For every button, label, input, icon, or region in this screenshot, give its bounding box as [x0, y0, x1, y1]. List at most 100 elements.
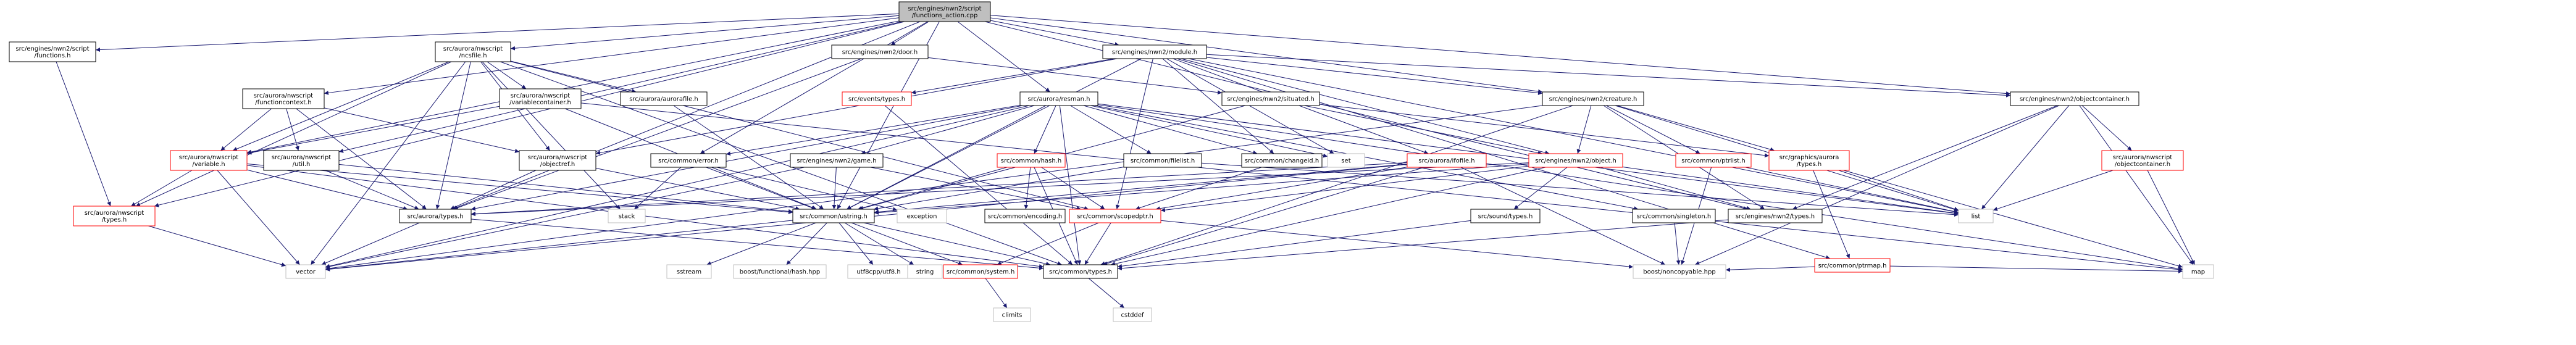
edge-door-to-aurora_types: [453, 58, 862, 210]
node-sstream[interactable]: sstream: [666, 264, 712, 279]
node-label: src/aurora/nwscript: [511, 93, 571, 99]
node-list[interactable]: list: [1958, 209, 1994, 223]
edge-nwn2_object-to-aurora_types: [470, 162, 1529, 217]
node-label: string: [916, 269, 934, 276]
node-aurora_objcontainer[interactable]: src/aurora/nwscript/objectcontainer.h: [2101, 150, 2184, 171]
node-aurorafile[interactable]: src/aurora/aurorafile.h: [620, 91, 708, 106]
edge-ncsfile-to-stack: [482, 61, 621, 210]
file-nodes: src/engines/nwn2/script/functions_action…: [9, 1, 2214, 322]
node-varcontainer[interactable]: src/aurora/nwscript/variablecontainer.h: [499, 88, 582, 109]
node-aurora_types[interactable]: src/aurora/types.h: [399, 209, 472, 223]
node-boost_hash[interactable]: boost/functional/hash.hpp: [733, 264, 827, 279]
node-box: [9, 41, 96, 62]
edge-root-to-resman: [957, 21, 1050, 93]
node-vector[interactable]: vector: [285, 264, 326, 279]
edge-module-to-nwn2_object: [1181, 58, 1550, 155]
node-funccontext[interactable]: src/aurora/nwscript/functioncontext.h: [242, 88, 325, 109]
node-label: /functions_action.cpp: [912, 12, 978, 19]
node-stack[interactable]: stack: [608, 209, 646, 223]
node-scopedptr[interactable]: src/common/scopedptr.h: [1069, 209, 1161, 223]
edge-util-to-ustring: [338, 164, 793, 214]
edge-variable-to-nwscript_types: [130, 170, 193, 207]
node-changeid[interactable]: src/common/changeid.h: [1241, 153, 1323, 168]
node-resman[interactable]: src/aurora/resman.h: [1019, 91, 1098, 106]
node-graphics_types[interactable]: src/graphics/aurora/types.h: [1768, 150, 1850, 171]
edge-objectref-to-aurora_types: [450, 170, 537, 210]
edge-funccontext-to-objectref: [324, 107, 520, 153]
node-common_types[interactable]: src/common/types.h: [1043, 264, 1118, 279]
node-box: [1113, 307, 1152, 322]
node-ptrlist[interactable]: src/common/ptrlist.h: [1675, 153, 1752, 168]
edge-ncsfile-to-varcontainer: [487, 61, 527, 89]
edge-creature-to-common_types: [1100, 105, 1573, 266]
node-game[interactable]: src/engines/nwn2/game.h: [790, 153, 884, 168]
node-label: climits: [1002, 312, 1022, 319]
node-label: src/aurora/aurorafile.h: [629, 96, 698, 103]
node-box: [842, 91, 912, 106]
node-label: exception: [907, 214, 937, 220]
node-ustring[interactable]: src/common/ustring.h: [792, 209, 875, 223]
node-box: [399, 209, 472, 223]
node-util[interactable]: src/aurora/nwscript/util.h: [263, 150, 340, 171]
node-ifofile[interactable]: src/aurora/ifofile.h: [1407, 153, 1487, 168]
node-filelist[interactable]: src/common/filelist.h: [1123, 153, 1202, 168]
node-noncopyable[interactable]: boost/noncopyable.hpp: [1633, 264, 1726, 279]
edge-creature-to-nwn2_object: [1576, 105, 1592, 154]
node-system[interactable]: src/common/system.h: [943, 264, 1018, 279]
node-label: src/aurora/nwscript: [443, 46, 503, 52]
node-label: src/engines/nwn2/script: [908, 6, 981, 12]
node-label: src/engines/nwn2/objectcontainer.h: [2020, 96, 2130, 103]
node-label: src/common/filelist.h: [1131, 158, 1195, 165]
node-box: [984, 209, 1066, 223]
node-nwn2_functions[interactable]: src/engines/nwn2/script/functions.h: [9, 41, 96, 62]
node-error[interactable]: src/common/error.h: [650, 153, 727, 168]
node-situated[interactable]: src/engines/nwn2/situated.h: [1221, 91, 1320, 106]
edge-module-to-objectref: [595, 58, 1118, 155]
node-map[interactable]: map: [2182, 264, 2214, 279]
node-box: [666, 264, 712, 279]
node-door[interactable]: src/engines/nwn2/door.h: [831, 44, 929, 59]
node-label: src/aurora/nwscript: [179, 154, 239, 161]
node-nwn2_object[interactable]: src/engines/nwn2/object.h: [1528, 153, 1623, 168]
node-singleton[interactable]: src/common/singleton.h: [1632, 209, 1716, 223]
edge-ustring-to-string: [844, 222, 914, 265]
node-encoding[interactable]: src/common/encoding.h: [984, 209, 1066, 223]
node-objectref[interactable]: src/aurora/nwscript/objectref.h: [519, 150, 596, 171]
node-label: src/aurora/nwscript: [254, 93, 314, 99]
node-ptrmap[interactable]: src/common/ptrmap.h: [1814, 258, 1891, 273]
node-root[interactable]: src/engines/nwn2/script/functions_action…: [898, 1, 991, 22]
node-string[interactable]: string: [907, 264, 943, 279]
node-box: [792, 209, 875, 223]
node-utf8[interactable]: utf8cpp/utf8.h: [847, 264, 910, 279]
node-events_types[interactable]: src/events/types.h: [842, 91, 912, 106]
node-label: /types.h: [102, 217, 127, 223]
node-set[interactable]: set: [1327, 153, 1365, 168]
node-label: /objectref.h: [540, 161, 575, 168]
edge-ustring-to-system: [851, 222, 963, 265]
edge-module-to-list: [1188, 58, 1959, 214]
node-module[interactable]: src/engines/nwn2/module.h: [1102, 44, 1207, 59]
node-label: boost/noncopyable.hpp: [1643, 269, 1715, 276]
node-box: [1470, 209, 1541, 223]
node-variable[interactable]: src/aurora/nwscript/variable.h: [170, 150, 248, 171]
node-ncsfile[interactable]: src/aurora/nwscript/ncsfile.h: [435, 41, 511, 62]
node-climits[interactable]: climits: [993, 307, 1031, 322]
edge-game-to-scopedptr: [871, 167, 1081, 211]
node-box: [1123, 153, 1202, 168]
node-sound_types[interactable]: src/sound/types.h: [1470, 209, 1541, 223]
node-creature[interactable]: src/engines/nwn2/creature.h: [1542, 91, 1644, 106]
edge-nwn2_object-to-sound_types: [1513, 167, 1568, 210]
edge-sound_types-to-common_types: [1117, 220, 1471, 268]
node-box: [263, 150, 340, 171]
node-box: [73, 206, 156, 227]
node-label: src/engines/nwn2/module.h: [1112, 49, 1197, 56]
edge-ustring-to-boost_hash: [786, 222, 827, 265]
node-nwn2_types[interactable]: src/engines/nwn2/types.h: [1728, 209, 1823, 223]
node-exception[interactable]: exception: [897, 209, 947, 223]
edge-resman-to-error: [726, 105, 1021, 156]
node-hash[interactable]: src/common/hash.h: [997, 153, 1066, 168]
edge-variable-to-vector: [217, 170, 300, 265]
node-cstddef[interactable]: cstddef: [1113, 307, 1152, 322]
node-nwscript_types[interactable]: src/aurora/nwscript/types.h: [73, 206, 156, 227]
node-objectcontainer[interactable]: src/engines/nwn2/objectcontainer.h: [2010, 91, 2139, 106]
